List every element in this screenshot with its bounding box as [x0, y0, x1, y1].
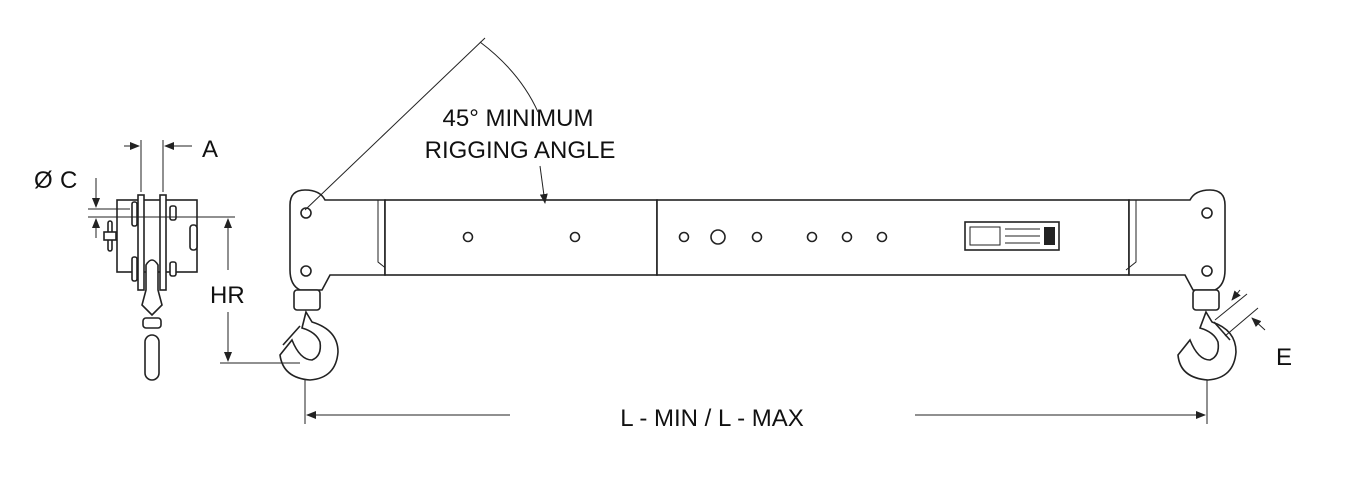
angle-label-line1: 45° MINIMUM — [443, 105, 594, 132]
left-hook — [279, 289, 339, 381]
dim-l-label: L - MIN / L - MAX — [620, 405, 804, 432]
dim-e — [1214, 289, 1266, 337]
right-hook — [1177, 289, 1237, 381]
dim-hr-label: HR — [210, 282, 245, 309]
diameter-symbol: Ø — [34, 167, 53, 194]
pin-hole — [300, 207, 1213, 277]
dim-a-label: A — [202, 136, 218, 163]
beam — [279, 189, 1237, 381]
adjustment-holes — [462, 229, 888, 245]
side-view — [88, 140, 300, 381]
dim-c-label: C — [60, 167, 77, 194]
nameplate — [964, 221, 1060, 251]
angle-label-line2: RIGGING ANGLE — [425, 137, 616, 164]
rigging-angle-dimension — [304, 37, 548, 211]
dim-e-label: E — [1276, 344, 1292, 371]
dim-l — [304, 380, 1208, 424]
